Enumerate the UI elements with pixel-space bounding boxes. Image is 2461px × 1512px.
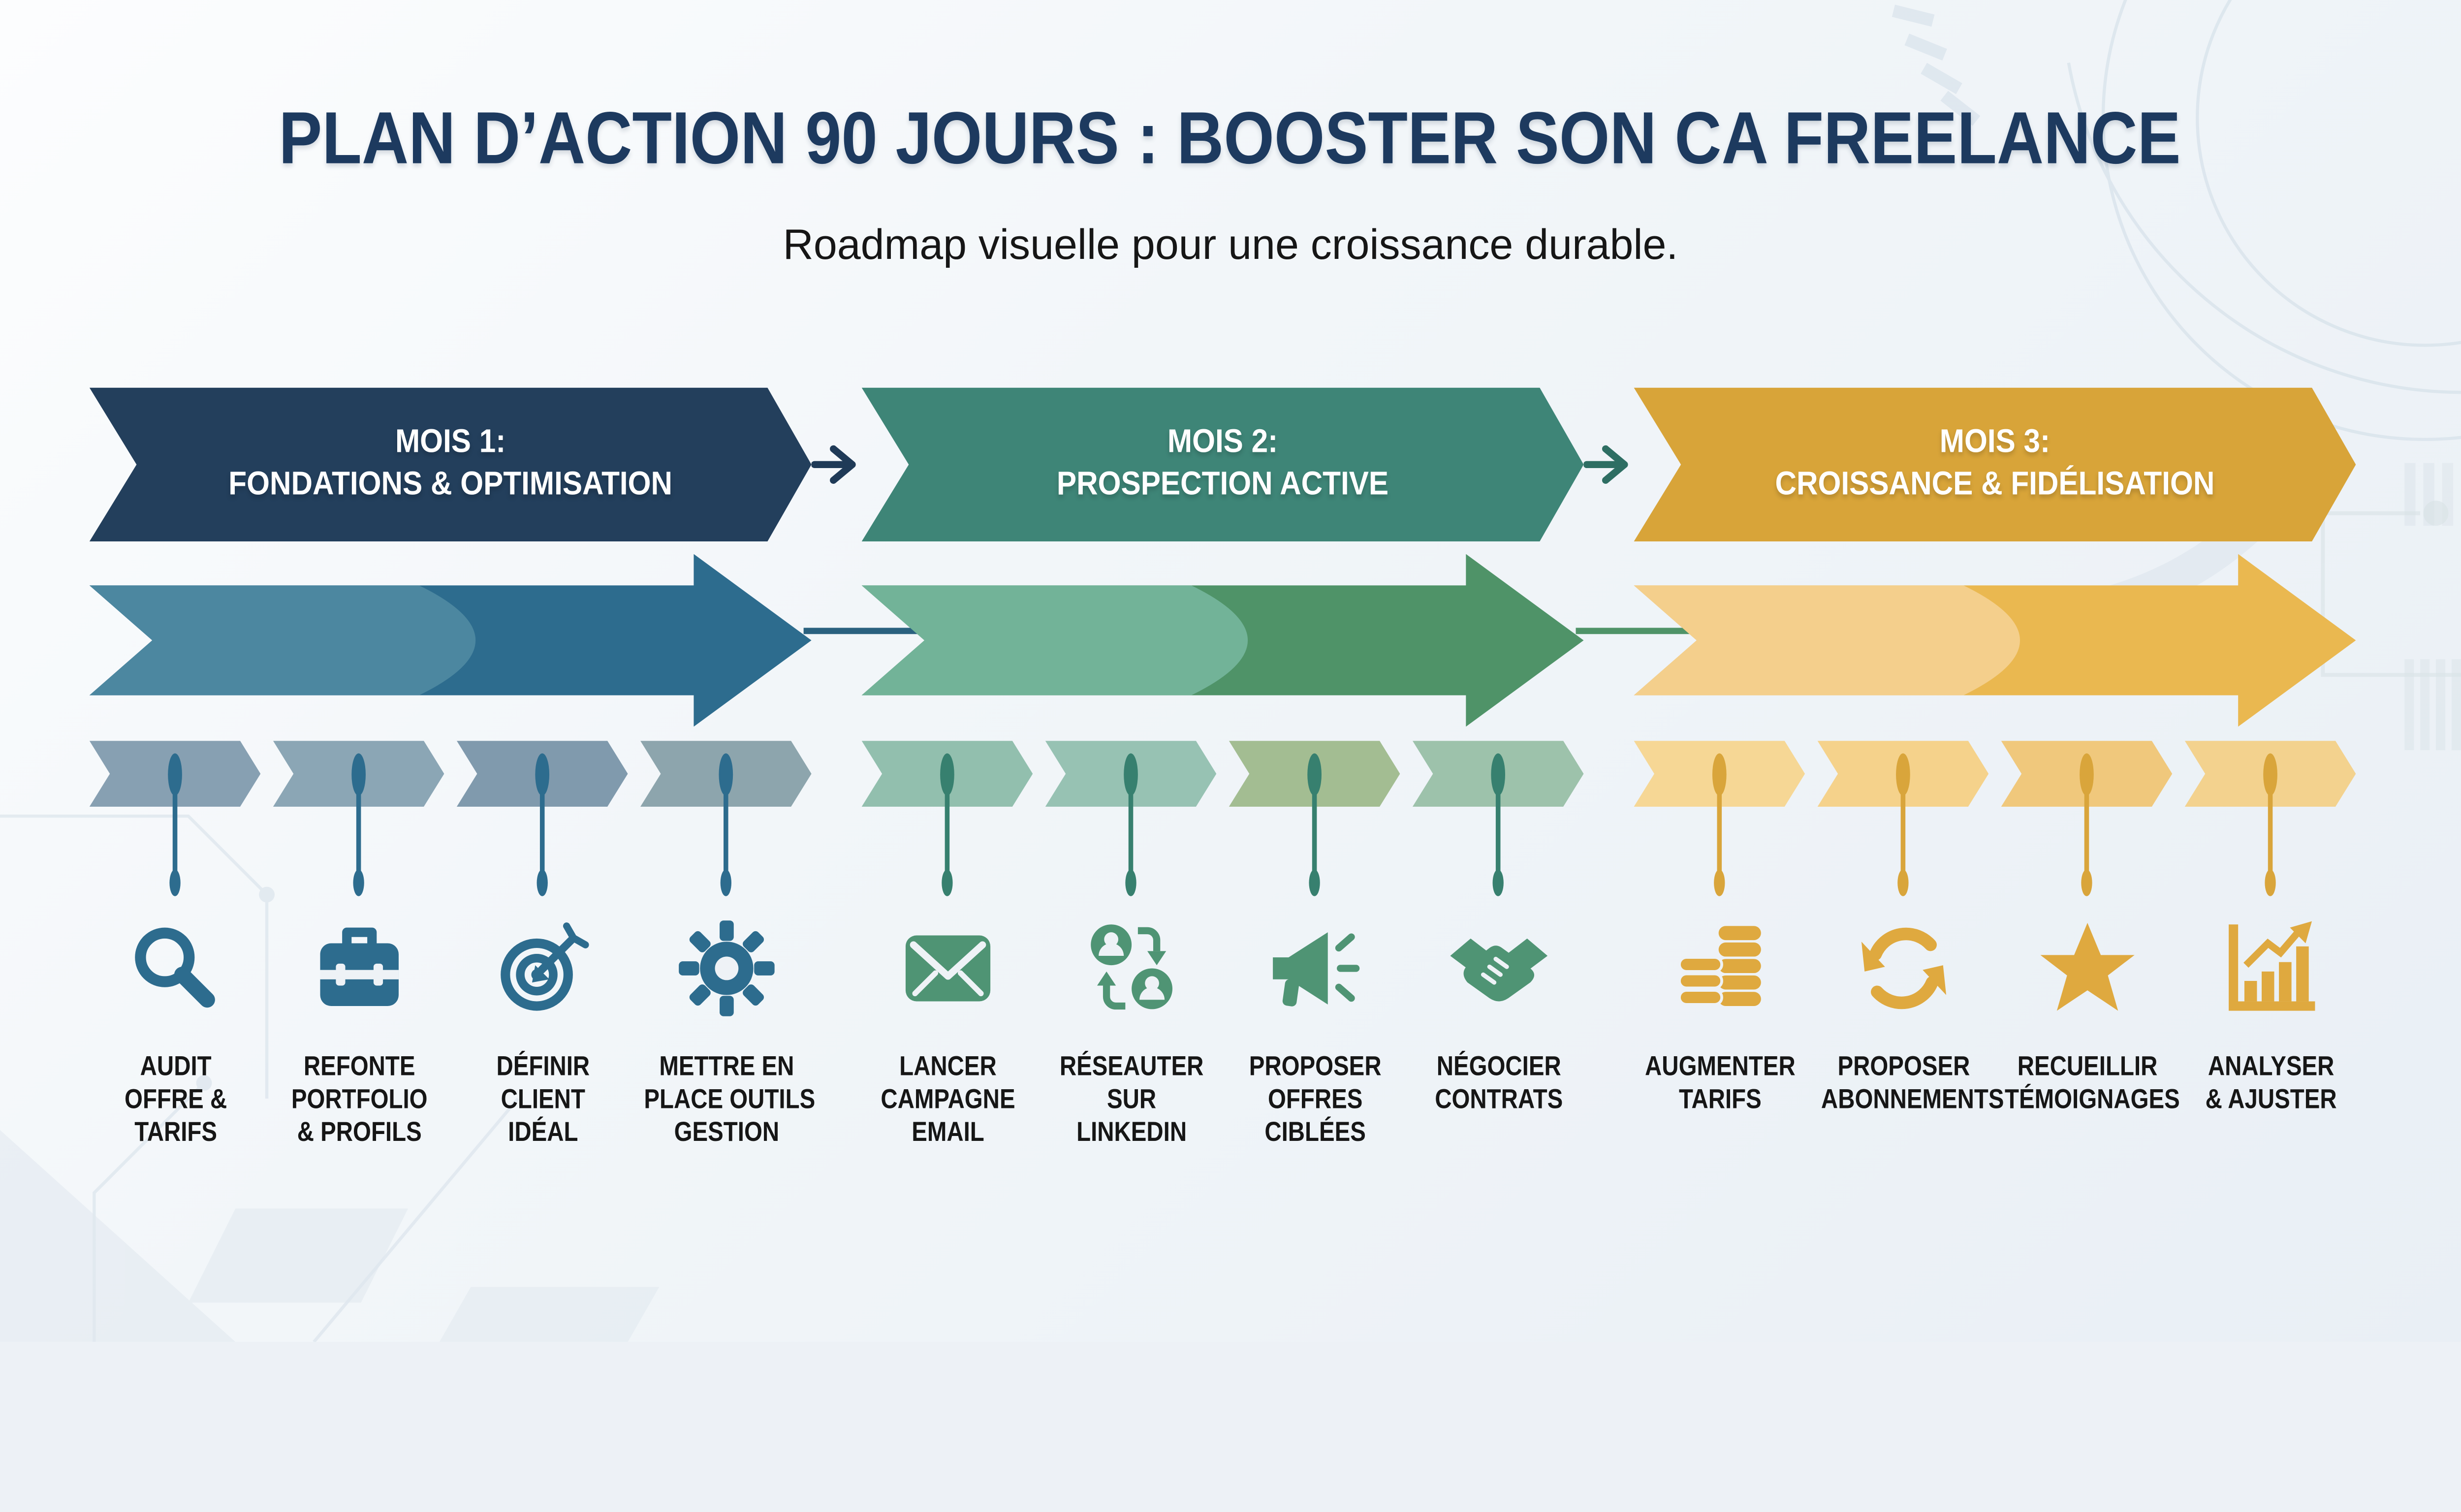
month-2-flow-arrow: [861, 554, 1584, 727]
page-subtitle: Roadmap visuelle pour une croissance dur…: [783, 221, 1678, 269]
step-label: PROPOSER OFFRES CIBLÉES: [1248, 1050, 1381, 1147]
month-3-banner: MOIS 3: CROISSANCE & FIDÉLISATION: [1634, 388, 2356, 542]
star-icon: [2036, 918, 2137, 1018]
step-label: RECUEILLIR TÉMOIGNAGES: [2004, 1050, 2179, 1115]
page-title: PLAN D’ACTION 90 JOURS : BOOSTER SON CA …: [279, 95, 2182, 179]
timeline-dot: [168, 753, 182, 796]
month-1-section: MOIS 1: FONDATIONS & OPTIMISATION AUDIT …: [89, 0, 815, 1342]
step-offres-ciblees: PROPOSER OFFRES CIBLÉES: [1217, 741, 1412, 1290]
timeline-stem: [1312, 791, 1317, 875]
step-label: NÉGOCIER CONTRATS: [1434, 1050, 1562, 1115]
step-refonte: REFONTE PORTFOLIO & PROFILS: [261, 741, 456, 1290]
timeline-dot: [1491, 753, 1506, 796]
timeline-end-dot: [1125, 869, 1136, 896]
banner-title: MOIS 2:: [1167, 423, 1278, 460]
step-analyser: ANALYSER & AJUSTER: [2173, 741, 2367, 1290]
timeline-end-dot: [2081, 869, 2092, 896]
timeline-dot: [1307, 753, 1322, 796]
step-augmenter-tarifs: AUGMENTER TARIFS: [1622, 741, 1817, 1290]
timeline-stem: [945, 791, 950, 875]
coins-icon: [1669, 918, 1769, 1018]
target-icon: [492, 918, 593, 1018]
step-negocier: NÉGOCIER CONTRATS: [1401, 741, 1595, 1290]
timeline-stem: [539, 791, 545, 875]
timeline-stem: [2084, 791, 2089, 875]
timeline-stem: [1717, 791, 1722, 875]
timeline-dot: [1896, 753, 1910, 796]
step-label: RÉSEAUTER SUR LINKEDIN: [1059, 1050, 1203, 1147]
refresh-icon: [1853, 918, 1953, 1018]
month-3-flow-arrow: [1634, 554, 2356, 727]
timeline-dot: [351, 753, 366, 796]
envelope-icon: [897, 918, 997, 1018]
step-linkedin: RÉSEAUTER SUR LINKEDIN: [1034, 741, 1228, 1290]
timeline-end-dot: [353, 869, 364, 896]
handshake-icon: [1448, 918, 1548, 1018]
timeline-stem: [1900, 791, 1906, 875]
step-label: REFONTE PORTFOLIO & PROFILS: [290, 1050, 427, 1147]
chart-icon: [2220, 918, 2321, 1018]
banner-subtitle: PROSPECTION ACTIVE: [1056, 466, 1389, 503]
timeline-dot: [2080, 753, 2094, 796]
month-2-section: MOIS 2: PROSPECTION ACTIVE LANCER CAMPAG…: [861, 0, 1584, 1342]
timeline-stem: [356, 791, 361, 875]
timeline-connector-2: [1576, 628, 1702, 634]
timeline-end-dot: [1714, 869, 1725, 896]
step-label: AUGMENTER TARIFS: [1644, 1050, 1795, 1115]
step-label: DÉFINIR CLIENT IDÉAL: [495, 1050, 589, 1147]
month-3-section: MOIS 3: CROISSANCE & FIDÉLISATION: [1634, 0, 2356, 1342]
timeline-dot: [1712, 753, 1727, 796]
step-outils: METTRE EN PLACE OUTILS GESTION: [629, 741, 823, 1290]
month-transition-arrow-2: [1583, 445, 1628, 484]
timeline-stem: [2268, 791, 2273, 875]
magnifier-icon: [125, 918, 225, 1018]
megaphone-icon: [1264, 918, 1365, 1018]
step-label: ANALYSER & AJUSTER: [2204, 1050, 2336, 1115]
banner-title: MOIS 3:: [1939, 423, 2051, 460]
gear-icon: [676, 918, 776, 1018]
timeline-end-dot: [536, 869, 548, 896]
timeline-dot: [2263, 753, 2277, 796]
banner-subtitle: CROISSANCE & FIDÉLISATION: [1775, 466, 2215, 503]
step-abonnements: PROPOSER ABONNEMENTS: [1806, 741, 2003, 1290]
banner-subtitle: FONDATIONS & OPTIMISATION: [228, 466, 673, 503]
step-audit: AUDIT OFFRE & TARIFS: [78, 741, 272, 1290]
timeline-dot: [535, 753, 550, 796]
step-label: LANCER CAMPAGNE EMAIL: [880, 1050, 1015, 1147]
month-1-flow-arrow: [89, 554, 812, 727]
timeline-dot: [940, 753, 954, 796]
timeline-end-dot: [1309, 869, 1320, 896]
infographic-canvas: PLAN D’ACTION 90 JOURS : BOOSTER SON CA …: [0, 0, 2461, 1342]
step-label: AUDIT OFFRE & TARIFS: [124, 1050, 226, 1147]
timeline-connector-1: [803, 628, 929, 634]
timeline-dot: [1124, 753, 1138, 796]
month-1-banner: MOIS 1: FONDATIONS & OPTIMISATION: [90, 388, 812, 542]
timeline-end-dot: [1897, 869, 1909, 896]
timeline-end-dot: [1492, 869, 1504, 896]
briefcase-icon: [309, 918, 409, 1018]
step-campagne-email: LANCER CAMPAGNE EMAIL: [850, 741, 1044, 1290]
step-client-ideal: DÉFINIR CLIENT IDÉAL: [445, 741, 639, 1290]
month-2-banner: MOIS 2: PROSPECTION ACTIVE: [862, 388, 1584, 542]
timeline-stem: [1495, 791, 1501, 875]
timeline-end-dot: [720, 869, 731, 896]
timeline-stem: [724, 791, 728, 875]
step-temoignages: RECUEILLIR TÉMOIGNAGES: [1989, 741, 2184, 1290]
network-icon: [1080, 918, 1181, 1018]
timeline-dot: [719, 753, 733, 796]
timeline-end-dot: [942, 869, 953, 896]
timeline-end-dot: [169, 869, 181, 896]
step-label: METTRE EN PLACE OUTILS GESTION: [643, 1050, 815, 1147]
step-label: PROPOSER ABONNEMENTS: [1820, 1050, 2003, 1115]
timeline-stem: [1128, 791, 1134, 875]
timeline-stem: [172, 791, 178, 875]
banner-title: MOIS 1:: [395, 423, 506, 460]
timeline-end-dot: [2265, 869, 2276, 896]
month-transition-arrow-1: [811, 445, 856, 484]
